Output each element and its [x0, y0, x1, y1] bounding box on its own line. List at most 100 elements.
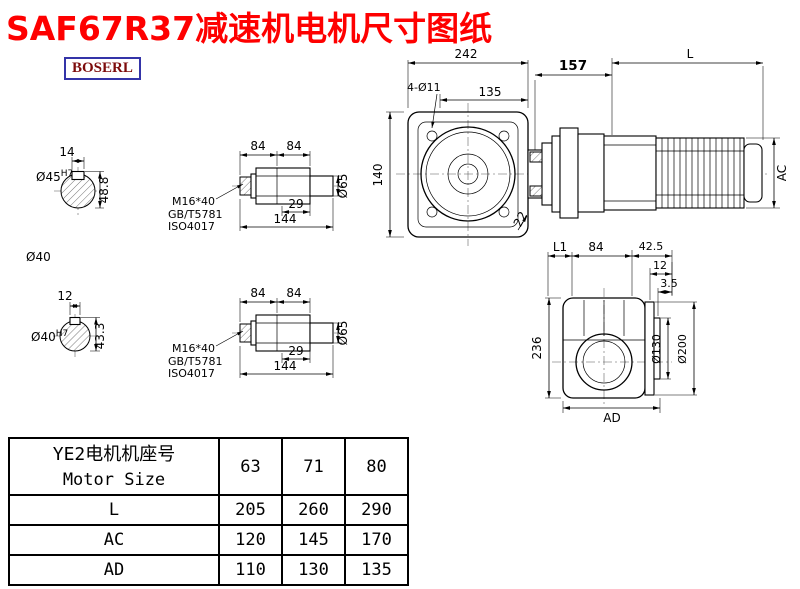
shaft-dia40-label: Ø40 [26, 250, 51, 264]
dim-L: L [612, 47, 764, 140]
dim-key-width-14: 14 [59, 145, 85, 169]
table-cell: 260 [281, 494, 346, 526]
dim-height-43-3: 43.3 [81, 317, 107, 352]
motor-assembly [527, 127, 763, 219]
row-label: AD [8, 554, 220, 586]
table-row-AD: AD 110 130 135 [8, 554, 409, 586]
flange-circle-outer [420, 126, 516, 222]
dim-22: 22 [511, 209, 531, 231]
flange-square [417, 121, 519, 228]
dim-AD: AD [562, 398, 661, 425]
dim-AC: AC [746, 137, 789, 209]
table-size-80: 80 [344, 437, 409, 496]
dim-135: 135 [439, 85, 528, 108]
dim-label: L [687, 47, 694, 61]
dim-label: 157 [559, 58, 587, 74]
leader-line [431, 93, 438, 129]
keyway [71, 170, 85, 181]
dim-label: 12 [57, 289, 72, 303]
callout-4xd11: 4-Ø11 [407, 81, 441, 129]
table-cell: 120 [218, 524, 283, 556]
dim-242: 242 [407, 47, 529, 108]
table-cell: 205 [218, 494, 283, 526]
header-en: Motor Size [62, 469, 166, 490]
dim-label: 84 [250, 139, 265, 153]
dim-label: 236 [530, 337, 544, 360]
table-cell: 290 [344, 494, 409, 526]
housing-ribs [563, 300, 645, 341]
bolt-holes [426, 130, 510, 218]
technical-drawing: 14 Ø45H7 48.8 Ø40 12 Ø40H7 43.3 [26, 47, 789, 425]
table-size-71: 71 [281, 437, 346, 496]
table-cell: 130 [281, 554, 346, 586]
page-title: SAF67R37减速机电机尺寸图纸 [6, 9, 493, 48]
header-cn: YE2电机机座号 [52, 443, 176, 465]
shaft-kit-view-2 [168, 286, 350, 380]
dim-label: 84 [286, 139, 301, 153]
dim-label: Ø65 [336, 174, 350, 199]
shaft-end-view-1: 14 Ø45H7 48.8 Ø40 [26, 145, 111, 264]
shaft-bore [457, 163, 479, 185]
table-cell: 145 [281, 524, 346, 556]
table-row-L: L 205 260 290 [8, 494, 409, 526]
dim-144: 144 [239, 198, 334, 231]
dim-dia-65: Ø65 [333, 174, 350, 199]
dim-84b: 84 [277, 139, 310, 157]
motor-flange [559, 127, 579, 219]
bolt-standard-gb: GB/T5781 [168, 208, 223, 221]
bolt-head [239, 176, 252, 196]
table-header-motor-size: YE2电机机座号 Motor Size [8, 437, 220, 496]
dim-label: 29 [288, 197, 303, 211]
output-bore-inner [582, 340, 626, 384]
table-header-row: YE2电机机座号 Motor Size 63 71 80 [8, 437, 409, 496]
washer [250, 173, 257, 199]
motor-fins [655, 137, 745, 209]
motor-bell [577, 133, 605, 213]
dim-dia-200: Ø200 [655, 301, 697, 396]
dim-label: 14 [59, 145, 74, 159]
shaft-kit-view-1: 84 84 29 144 Ø65 M16*40 GB/T5781 ISO4017 [168, 139, 350, 233]
gearbox-side-view: L1 84 42.5 12 3.5 Ø130 [530, 240, 697, 425]
bolt-holes-label: 4-Ø11 [407, 81, 441, 94]
dim-140: 140 [371, 111, 404, 238]
shaft-stub [309, 175, 334, 197]
dim-label: Ø130 [650, 334, 663, 364]
shaft-dia-label: Ø45H7 [36, 169, 73, 184]
dim-29: 29 [281, 197, 311, 216]
motor-body [603, 135, 657, 211]
shaft-body [255, 167, 311, 205]
dim-12-side: 12 [649, 259, 673, 300]
output-bore-outer [575, 333, 633, 391]
dim-84-side: 84 [572, 240, 633, 296]
table-size-63: 63 [218, 437, 283, 496]
leader-line [215, 183, 244, 200]
motor-size-table: YE2电机机座号 Motor Size 63 71 80 L 205 260 2… [8, 437, 409, 586]
bolt-callout: M16*40 GB/T5781 ISO4017 [168, 183, 244, 233]
dim-label: 48.8 [97, 177, 111, 204]
bolt-spec: M16*40 [172, 195, 215, 208]
dim-label: 42.5 [639, 240, 664, 253]
row-label: L [8, 494, 220, 526]
dim-height-48-8: 48.8 [85, 171, 111, 209]
keyway [69, 316, 81, 326]
table-cell: 110 [218, 554, 283, 586]
table-cell: 170 [344, 524, 409, 556]
dim-label: 144 [274, 212, 297, 226]
shaft-end-view-2: 12 Ø40H7 43.3 [31, 289, 107, 358]
gearbox-front-view: 242 135 4-Ø11 157 L 140 22 [371, 47, 789, 246]
table-row-AC: AC 120 145 170 [8, 524, 409, 556]
dim-label: 140 [371, 164, 385, 187]
dim-label: Ø200 [676, 334, 689, 364]
dim-label: AD [603, 411, 620, 425]
dim-236: 236 [530, 297, 561, 399]
dim-label: 242 [455, 47, 478, 61]
dim-label: L1 [553, 240, 567, 254]
dim-label: 43.3 [93, 323, 107, 350]
dim-label: 22 [511, 209, 531, 229]
table-cell: 135 [344, 554, 409, 586]
dim-L1: L1 [547, 240, 573, 296]
dim-label: 84 [588, 240, 603, 254]
dim-label: 12 [653, 259, 667, 272]
flange-spigot [653, 317, 661, 380]
shaft-dia-label: Ø40H7 [31, 329, 68, 344]
